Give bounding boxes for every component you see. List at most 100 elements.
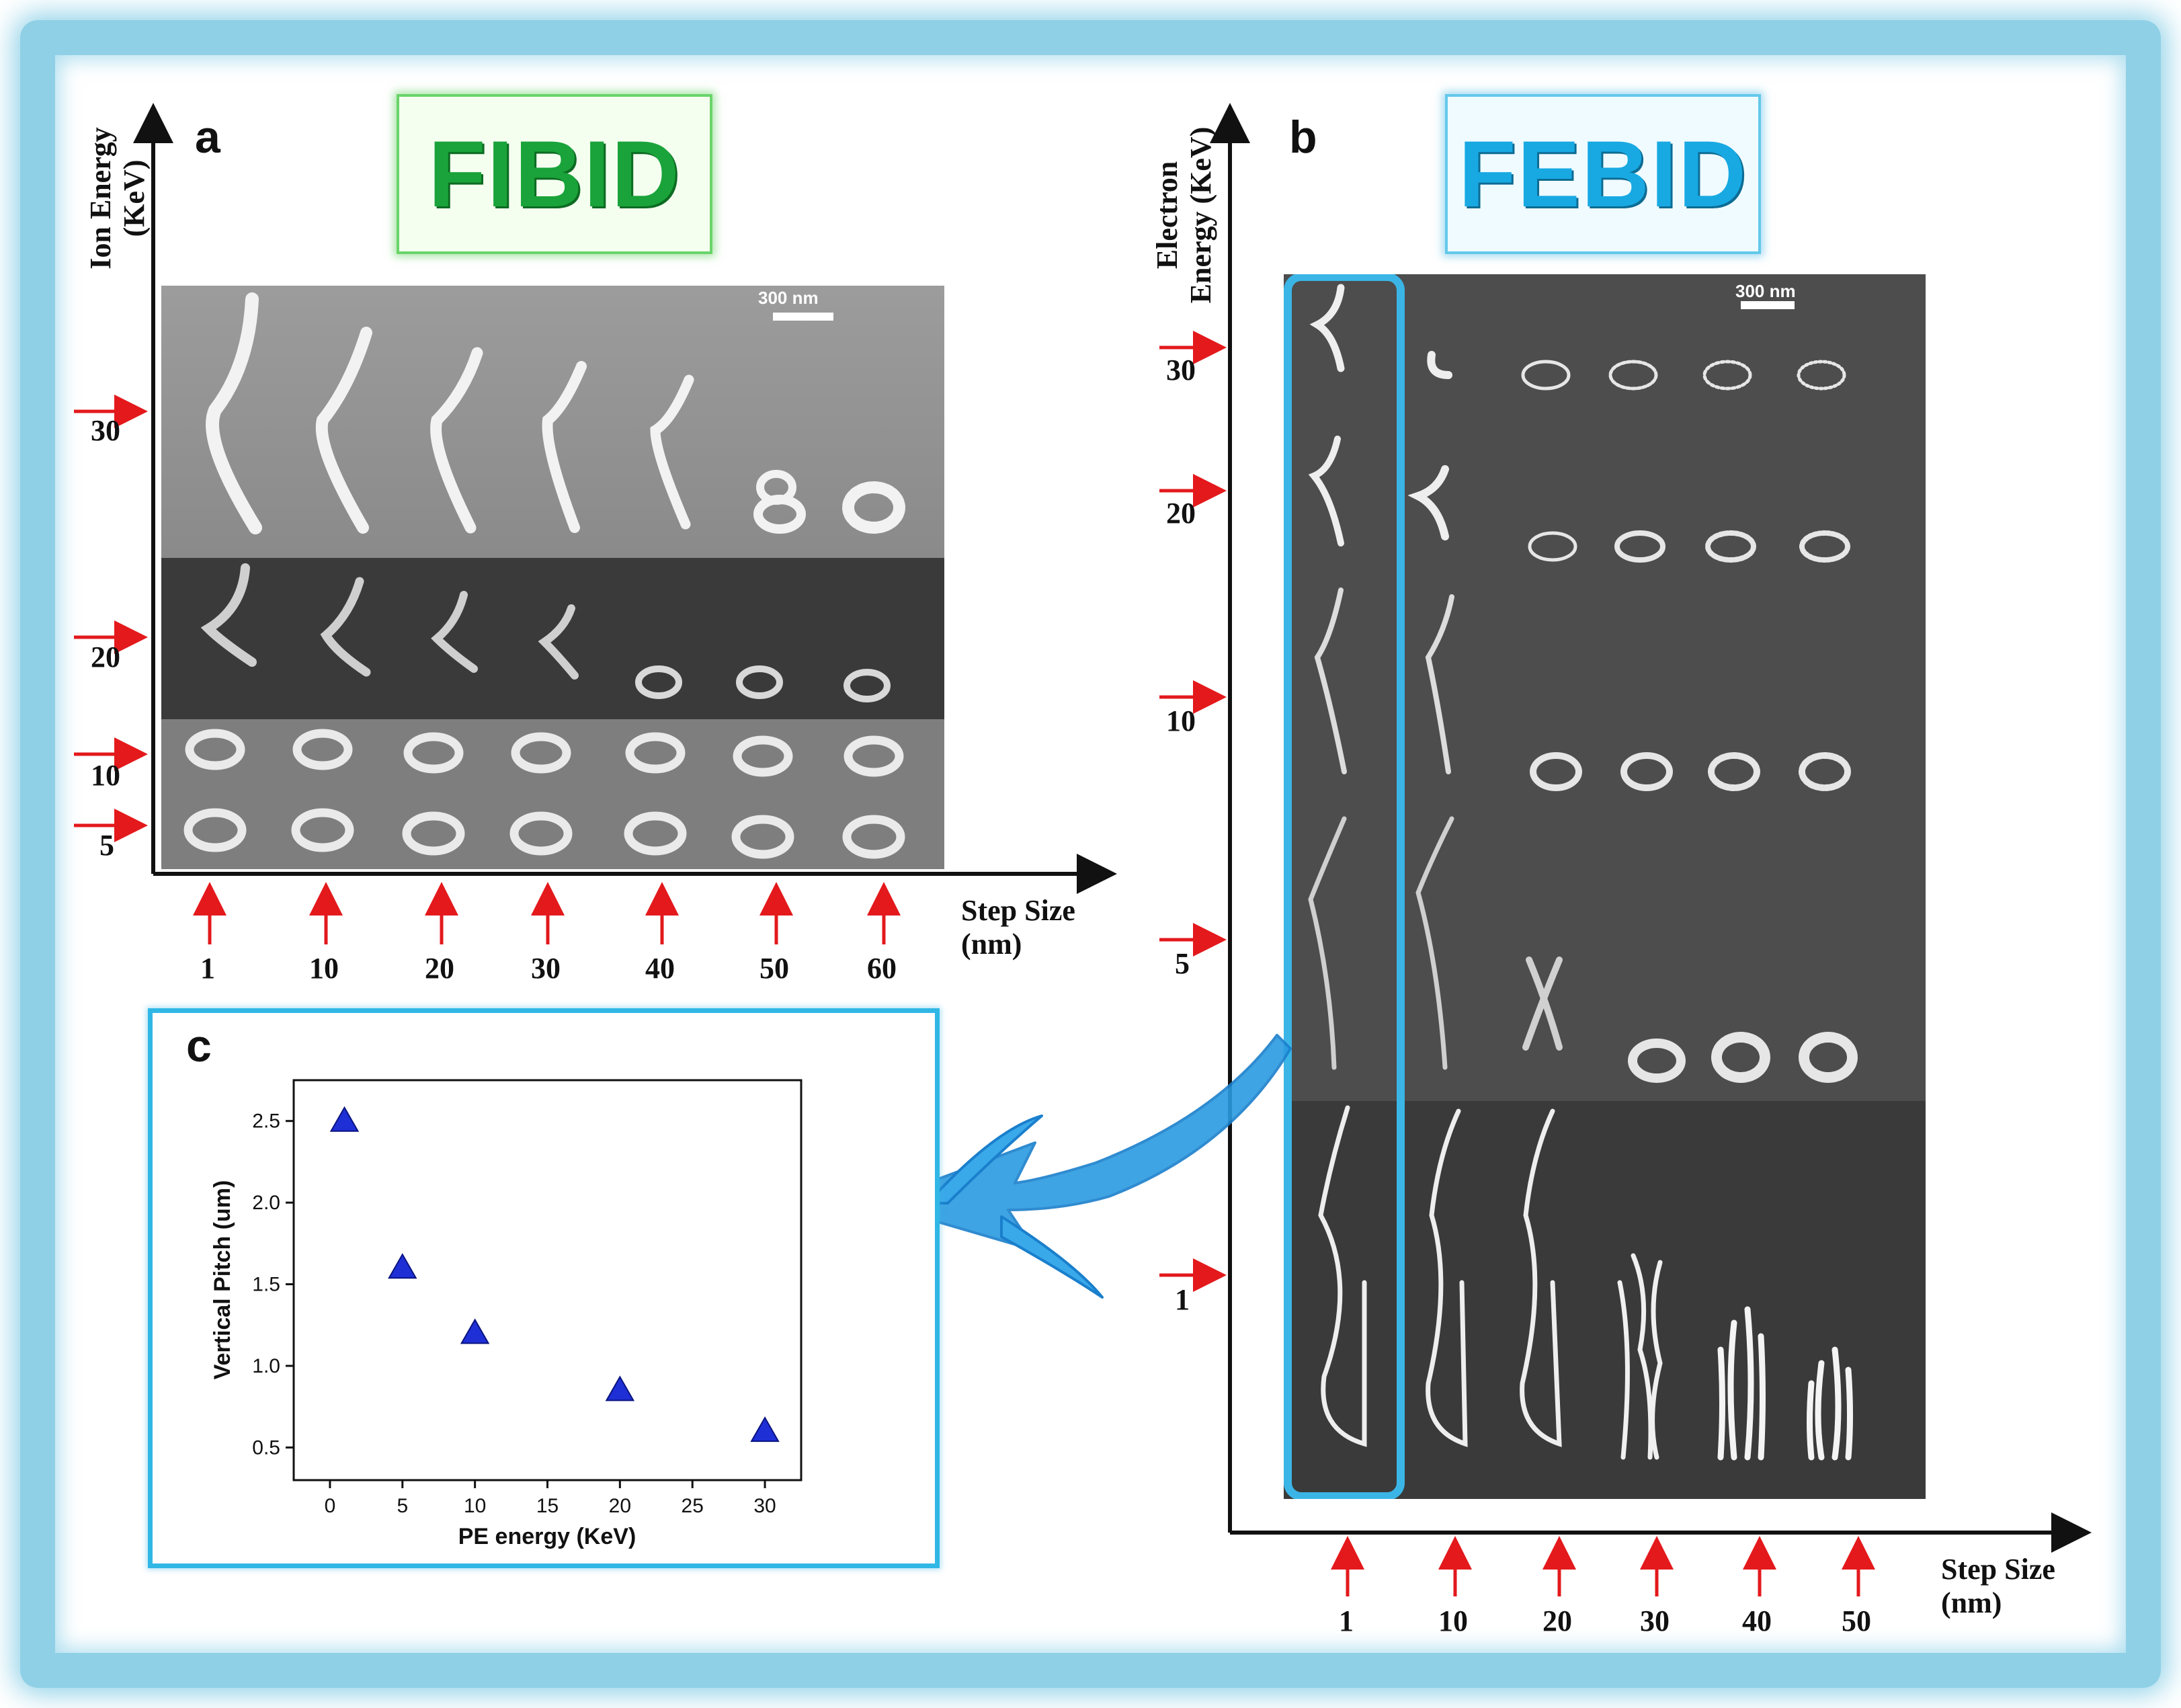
x-tick-label: 0 bbox=[325, 1495, 336, 1517]
febid-highlight-column bbox=[1284, 274, 1405, 1499]
fibid-10-60 bbox=[843, 735, 904, 777]
fibid-5-40 bbox=[624, 811, 687, 856]
data-point-triangle bbox=[750, 1416, 780, 1442]
fibid-5-50 bbox=[731, 815, 794, 859]
febid-20-10 bbox=[1407, 465, 1449, 540]
fibid-30-60 bbox=[842, 481, 905, 534]
panel-a-xtick-50: 50 bbox=[759, 952, 789, 985]
panel-a-x-axis-title: Step Size (nm) bbox=[961, 894, 1075, 961]
panel-b-xtick-1: 1 bbox=[1339, 1604, 1354, 1637]
febid-30-10 bbox=[1427, 351, 1452, 379]
fibid-10-20 bbox=[403, 732, 464, 774]
febid-10-10 bbox=[1425, 594, 1454, 774]
fibid-title: FIBID bbox=[428, 121, 681, 227]
y-tick-label: 1.0 bbox=[252, 1355, 280, 1377]
fibid-20-10 bbox=[320, 577, 371, 677]
fibid-30-10 bbox=[315, 327, 372, 534]
fibid-20-60 bbox=[843, 669, 891, 702]
panel-a-x-arrows bbox=[193, 882, 901, 944]
fibid-scale-bar-label: 300 nm bbox=[758, 288, 819, 308]
febid-1-20 bbox=[1520, 1108, 1562, 1447]
fibid-10-30 bbox=[511, 732, 571, 774]
y-tick-label: 2.0 bbox=[252, 1192, 280, 1214]
fibid-20-20 bbox=[431, 591, 478, 673]
febid-title: FEBID bbox=[1458, 121, 1747, 227]
fibid-5-1 bbox=[183, 808, 247, 852]
y-tick-label: 1.5 bbox=[252, 1274, 280, 1296]
fibid-20-30 bbox=[538, 604, 579, 680]
data-point-triangle bbox=[329, 1106, 360, 1132]
fibid-30-30 bbox=[542, 361, 587, 533]
fibid-band-10-5 bbox=[161, 719, 944, 869]
fibid-10-40 bbox=[625, 732, 686, 774]
fibid-20-50 bbox=[736, 665, 783, 699]
y-axis-label: Vertical Pitch (um) bbox=[210, 1180, 235, 1380]
x-tick-label: 15 bbox=[536, 1495, 559, 1517]
fibid-sem-image bbox=[161, 286, 944, 869]
febid-30-50 bbox=[1797, 360, 1846, 391]
data-point-triangle bbox=[605, 1375, 635, 1401]
panel-b-ytick-5: 5 bbox=[1175, 947, 1190, 980]
data-point-triangle bbox=[460, 1318, 490, 1344]
febid-30-40 bbox=[1702, 360, 1752, 391]
febid-5-20 bbox=[1522, 957, 1563, 1051]
panel-b-x-axis-title: Step Size (nm) bbox=[1941, 1553, 2055, 1619]
panel-b-letter: b bbox=[1289, 112, 1317, 163]
febid-5-10 bbox=[1415, 816, 1454, 1070]
febid-20-20 bbox=[1528, 531, 1577, 562]
febid-5-1 bbox=[1308, 816, 1347, 1070]
fibid-scale-bar bbox=[773, 313, 833, 321]
y-ticks: 0.51.01.52.02.5 bbox=[252, 1110, 294, 1459]
fibid-20-1 bbox=[200, 563, 257, 667]
febid-title-box: FEBID bbox=[1445, 94, 1761, 254]
x-tick-label: 25 bbox=[682, 1495, 704, 1517]
febid-10-30 bbox=[1620, 752, 1673, 791]
panel-b-xtick-20: 20 bbox=[1542, 1604, 1572, 1637]
panel-a-xtick-30: 30 bbox=[531, 952, 561, 985]
figure-frame bbox=[20, 20, 2161, 1688]
panel-a-letter: a bbox=[195, 112, 220, 163]
febid-20-40 bbox=[1705, 530, 1756, 563]
panel-b-x-arrows bbox=[1331, 1536, 1875, 1596]
febid-scale-bar bbox=[1741, 301, 1795, 309]
febid-5-40 bbox=[1711, 1032, 1770, 1083]
panel-b-ytick-1: 1 bbox=[1175, 1283, 1190, 1316]
febid-10-20 bbox=[1530, 752, 1582, 791]
febid-30-30 bbox=[1608, 360, 1658, 391]
panel-a-axes bbox=[133, 103, 1117, 894]
febid-5-50 bbox=[1799, 1032, 1858, 1083]
panel-a-xtick-40: 40 bbox=[645, 952, 675, 985]
fibid-5-60 bbox=[842, 815, 905, 859]
febid-5-30 bbox=[1628, 1039, 1686, 1083]
fibid-10-50 bbox=[733, 735, 793, 777]
y-tick-label: 0.5 bbox=[252, 1436, 280, 1459]
panel-a-ytick-30: 30 bbox=[91, 414, 120, 447]
panel-b-xtick-10: 10 bbox=[1438, 1604, 1468, 1637]
panel-a-xtick-10: 10 bbox=[309, 952, 339, 985]
panel-b-ytick-30: 30 bbox=[1166, 354, 1196, 387]
panel-b-ytick-20: 20 bbox=[1166, 497, 1196, 530]
febid-20-1 bbox=[1308, 436, 1344, 546]
x-tick-label: 30 bbox=[753, 1495, 776, 1517]
fibid-5-30 bbox=[509, 811, 573, 856]
panel-b-axes bbox=[1210, 103, 2092, 1553]
febid-sem-image bbox=[1284, 274, 1926, 1499]
x-tick-label: 5 bbox=[397, 1495, 408, 1517]
febid-band-1 bbox=[1284, 1101, 1926, 1499]
febid-scale-bar-label: 300 nm bbox=[1735, 281, 1796, 301]
panel-b-xtick-30: 30 bbox=[1640, 1604, 1670, 1637]
x-tick-label: 10 bbox=[464, 1495, 486, 1517]
x-tick-label: 20 bbox=[609, 1495, 631, 1517]
febid-20-50 bbox=[1799, 530, 1850, 563]
febid-20-30 bbox=[1614, 530, 1665, 563]
panel-a-xtick-20: 20 bbox=[425, 952, 454, 985]
fibid-20-40 bbox=[635, 665, 682, 699]
fibid-30-40 bbox=[650, 374, 694, 530]
fibid-30-1 bbox=[206, 292, 262, 534]
panel-a-ytick-20: 20 bbox=[91, 641, 120, 674]
panel-b-ytick-10: 10 bbox=[1166, 704, 1196, 737]
febid-30-20 bbox=[1521, 360, 1571, 391]
panel-a-y-arrows bbox=[74, 395, 148, 842]
